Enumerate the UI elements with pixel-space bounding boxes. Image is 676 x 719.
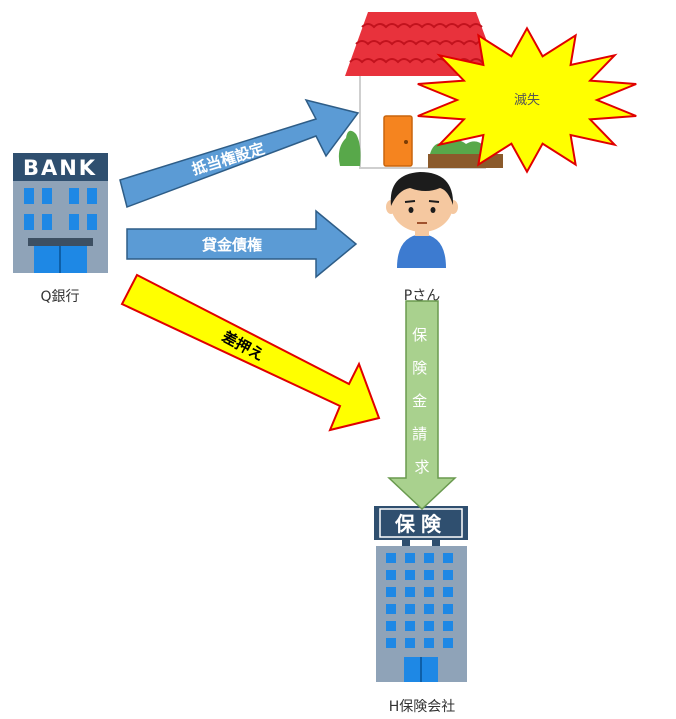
insurer-windows — [386, 553, 453, 648]
insurer-window — [386, 638, 396, 648]
insurer-window — [405, 553, 415, 563]
mortgage-arrow: 抵当権設定 — [119, 98, 360, 208]
claim-char: 金 — [412, 392, 427, 410]
insurer-window — [405, 570, 415, 580]
mortgage-arrow-label: 抵当権設定 — [190, 139, 267, 178]
loan-arrow-label: 貸金債権 — [202, 236, 262, 254]
claim-char: 請 — [412, 425, 427, 443]
insurer-window — [386, 621, 396, 631]
person-label: Pさん — [404, 288, 440, 304]
insurer-window — [405, 621, 415, 631]
insurer-window — [424, 638, 434, 648]
bank-label: Q銀行 — [40, 289, 79, 305]
bank-sign: BANK — [23, 156, 97, 180]
insurer-window — [443, 621, 453, 631]
insurer-window — [443, 638, 453, 648]
claim-char: 求 — [414, 458, 429, 476]
claim-char: 保 — [412, 326, 427, 344]
burst-label: 滅失 — [514, 93, 540, 108]
insurer-window — [405, 638, 415, 648]
insurer-window — [443, 604, 453, 614]
claim-char: 険 — [412, 359, 427, 377]
insurer-window — [424, 621, 434, 631]
insurer-window — [424, 553, 434, 563]
seizure-arrow: 差押え — [120, 273, 381, 432]
claim-arrow: 保 険 金 請 求 — [387, 300, 457, 511]
bank-illustration: BANK — [13, 153, 108, 273]
insurer-window — [424, 570, 434, 580]
insurer-window — [443, 570, 453, 580]
insurer-label: H保険会社 — [389, 699, 456, 715]
claim-arrow-label: 保 険 金 請 求 — [412, 326, 432, 476]
insurer-window — [443, 553, 453, 563]
destruction-burst: 滅失 — [417, 26, 637, 174]
insurer-window — [386, 570, 396, 580]
insurer-illustration: 保険 — [374, 506, 468, 682]
insurer-window — [424, 604, 434, 614]
insurer-window — [405, 604, 415, 614]
insurer-window — [443, 587, 453, 597]
loan-arrow: 貸金債権 — [126, 209, 358, 279]
insurer-window — [386, 553, 396, 563]
insurer-window — [386, 604, 396, 614]
insurer-window — [405, 587, 415, 597]
insurer-sign: 保険 — [394, 512, 447, 536]
person-illustration — [386, 172, 458, 268]
insurer-window — [386, 587, 396, 597]
insurer-window — [424, 587, 434, 597]
